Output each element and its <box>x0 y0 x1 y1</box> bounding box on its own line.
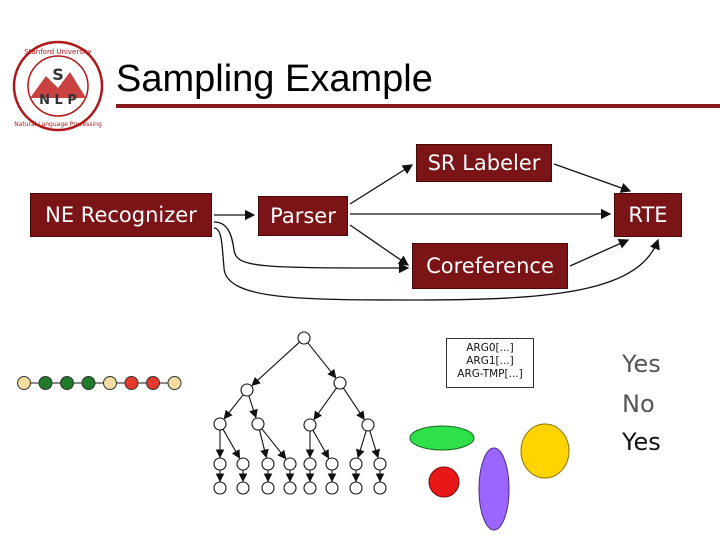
tree-node <box>240 383 254 397</box>
slide-title: Sampling Example <box>116 58 433 100</box>
ne-token-node <box>146 376 160 390</box>
tree-edge <box>342 387 365 421</box>
edge-ne-rte <box>213 227 660 301</box>
tree-node <box>236 457 250 471</box>
ne-recognizer-box: NE Recognizer <box>30 193 212 237</box>
tree-edge <box>356 430 367 459</box>
arg-line: ARG0[...] <box>466 342 514 354</box>
tree-edge <box>369 430 380 459</box>
tree-leaf-node <box>236 481 250 495</box>
tree-edge <box>248 395 258 419</box>
tree-edge <box>258 429 269 459</box>
parse-tree-sample <box>213 331 387 495</box>
stanford-nlp-logo: S N L P Stanford University Natural Lang… <box>12 40 104 132</box>
edge-parser-sr <box>349 164 414 205</box>
ne-token-node <box>60 376 74 390</box>
tree-edge <box>223 394 244 420</box>
ne-token-node <box>81 376 96 390</box>
ne-sequence-sample <box>17 376 182 390</box>
tree-node <box>283 457 297 471</box>
tree-node <box>213 457 227 471</box>
edge-coref-rte <box>569 238 630 267</box>
tree-node <box>361 418 375 432</box>
tree-edge <box>261 428 287 460</box>
tree-edge <box>222 428 241 459</box>
tree-edge <box>312 429 330 459</box>
ne-token-node <box>17 376 31 390</box>
rte-answer: Yes <box>622 350 661 378</box>
tree-node <box>325 457 339 471</box>
rte-answer: No <box>622 390 655 418</box>
ne-token-node <box>124 376 139 390</box>
red-cluster-circle <box>428 466 460 498</box>
tree-edge <box>313 387 337 421</box>
tree-node <box>303 457 317 471</box>
tree-edge <box>307 342 337 379</box>
tree-node <box>303 418 317 432</box>
tree-node <box>297 331 311 345</box>
ne-token-node <box>103 376 117 390</box>
edge-ne-coref <box>213 221 410 274</box>
arg-line: ARG-TMP[...] <box>457 368 523 380</box>
parser-box: Parser <box>258 196 348 236</box>
tree-node <box>373 457 387 471</box>
tree-leaf-node <box>303 481 317 495</box>
tree-leaf-node <box>349 481 363 495</box>
tree-leaf-node <box>261 481 275 495</box>
tree-node <box>349 457 363 471</box>
ne-token-node <box>38 376 53 390</box>
purple-cluster-ellipse <box>478 447 510 531</box>
coreference-box: Coreference <box>412 243 568 289</box>
tree-leaf-node <box>213 481 227 495</box>
yellow-cluster-ellipse <box>520 423 570 479</box>
rte-answer: Yes <box>622 428 661 456</box>
edge-sr-rte <box>553 163 632 193</box>
tree-node <box>261 457 275 471</box>
tree-leaf-node <box>325 481 339 495</box>
tree-node <box>333 376 347 390</box>
svg-text:Stanford University: Stanford University <box>24 48 91 56</box>
tree-node <box>213 417 227 431</box>
svg-text:S: S <box>52 65 64 84</box>
green-cluster-ellipse <box>409 425 475 451</box>
rte-box: RTE <box>614 193 682 237</box>
svg-text:Natural Language Processing: Natural Language Processing <box>14 121 102 128</box>
arg-line: ARG1[...] <box>466 355 514 367</box>
tree-leaf-node <box>373 481 387 495</box>
sr-labeler-box: SR Labeler <box>416 144 552 182</box>
tree-leaf-node <box>283 481 297 495</box>
edge-parser-coref <box>349 224 410 266</box>
title-rule <box>116 104 720 108</box>
svg-text:N L P: N L P <box>39 93 77 108</box>
tree-node <box>251 417 265 431</box>
tree-edge <box>251 341 300 387</box>
ne-token-node <box>167 376 182 390</box>
srl-arguments-sample: ARG0[...] ARG1[...] ARG-TMP[...] <box>446 338 534 388</box>
